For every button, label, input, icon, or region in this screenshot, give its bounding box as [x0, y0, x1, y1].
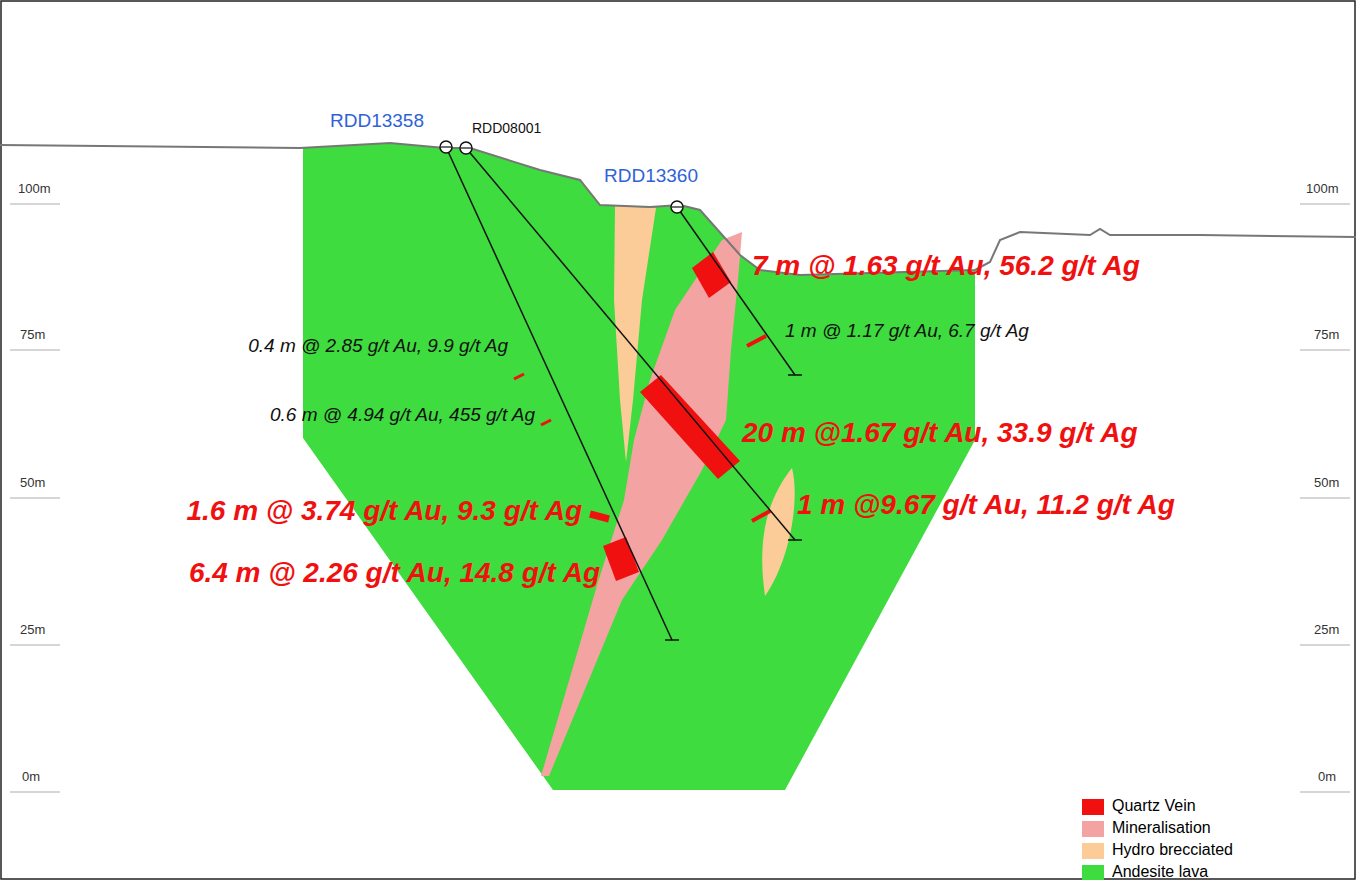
elevation-label: 25m	[1314, 623, 1339, 638]
intercept-label: 20 m @1.67 g/t Au, 33.9 g/t Ag	[742, 417, 1138, 449]
elevation-label: 0m	[1318, 770, 1336, 785]
elevation-label: 50m	[1314, 476, 1339, 491]
intercept-label: 1.6 m @ 3.74 g/t Au, 9.3 g/t Ag	[186, 495, 582, 527]
elevation-label: 75m	[1314, 328, 1339, 343]
intercept-label: 0.6 m @ 4.94 g/t Au, 455 g/t Ag	[270, 404, 535, 426]
elevation-label: 75m	[20, 328, 45, 343]
elevation-label: 25m	[20, 623, 45, 638]
legend-swatch	[1082, 843, 1104, 859]
legend-text: Hydro brecciated	[1112, 841, 1233, 859]
elevation-label: 100m	[18, 182, 51, 197]
legend-text: Andesite lava	[1112, 863, 1208, 880]
hole-name: RDD08001	[472, 120, 541, 136]
legend-swatch	[1082, 799, 1104, 815]
intercept-label: 6.4 m @ 2.26 g/t Au, 14.8 g/t Ag	[189, 557, 600, 589]
intercept-label: 1 m @ 1.17 g/t Au, 6.7 g/t Ag	[785, 320, 1029, 342]
elevation-label: 0m	[22, 770, 40, 785]
legend-text: Quartz Vein	[1112, 797, 1196, 815]
hole-name: RDD13360	[604, 165, 698, 187]
legend-swatch	[1082, 821, 1104, 837]
intercept-label: 0.4 m @ 2.85 g/t Au, 9.9 g/t Ag	[248, 335, 508, 357]
intercept-label: 1 m @9.67 g/t Au, 11.2 g/t Ag	[797, 489, 1175, 521]
legend-swatch	[1082, 865, 1104, 880]
elevation-label: 50m	[20, 476, 45, 491]
elevation-label: 100m	[1306, 182, 1339, 197]
hole-name: RDD13358	[330, 110, 424, 132]
legend-text: Mineralisation	[1112, 819, 1211, 837]
intercept-label: 7 m @ 1.63 g/t Au, 56.2 g/t Ag	[752, 250, 1140, 282]
